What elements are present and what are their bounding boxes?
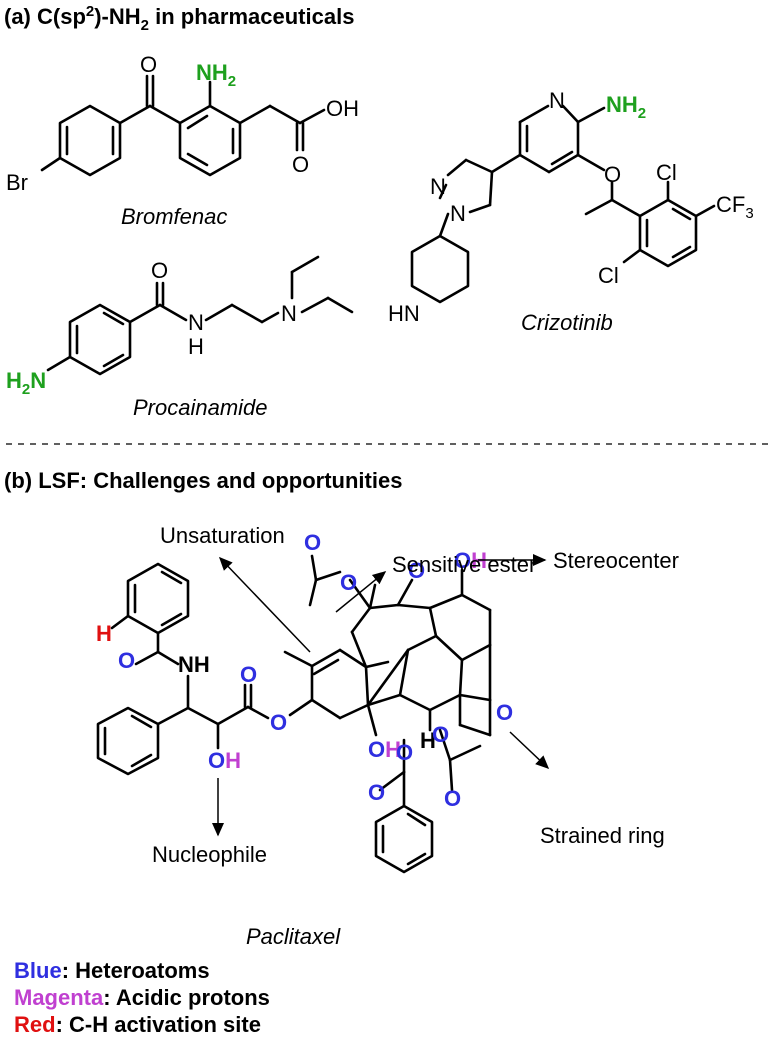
procainamide-h2n: H2N	[6, 368, 46, 398]
legend-blue: Blue: Heteroatoms	[14, 958, 210, 983]
annotation-stereocenter: Stereocenter	[553, 548, 679, 573]
paclitaxel-h-activation: H	[96, 621, 112, 646]
crizotinib-cl2: Cl	[598, 263, 619, 288]
paclitaxel-o-amide: O	[118, 648, 135, 673]
paclitaxel-o-side: O	[270, 710, 287, 735]
procainamide-n: N	[281, 301, 297, 326]
paclitaxel-o-ketone: O	[408, 558, 425, 583]
crizotinib-cl1: Cl	[656, 160, 677, 185]
color-legend: Blue: Heteroatoms Magenta: Acidic proton…	[14, 958, 270, 1037]
annotation-unsaturation: Unsaturation	[160, 523, 285, 548]
annotation-nucleophile: Nucleophile	[152, 842, 267, 867]
unsaturation-arrow	[218, 556, 311, 653]
paclitaxel-o-acetyl: O	[304, 530, 321, 555]
paclitaxel-o-ac3: O	[444, 786, 461, 811]
crizotinib-hn: HN	[388, 301, 420, 326]
paclitaxel-o-ester2: O	[240, 662, 257, 687]
legend-magenta: Magenta: Acidic protons	[14, 985, 270, 1010]
crizotinib-o: O	[604, 162, 621, 187]
section-b-heading: (b) LSF: Challenges and opportunities	[4, 468, 402, 493]
bromfenac-o: O	[140, 52, 157, 77]
annotation-strained-ring: Strained ring	[540, 823, 665, 848]
bromfenac-nh2: NH2	[196, 60, 236, 90]
paclitaxel-name: Paclitaxel	[246, 924, 341, 949]
procainamide-nh-h: H	[188, 334, 204, 359]
crizotinib-cf3: CF3	[716, 192, 754, 222]
paclitaxel-structure	[96, 554, 492, 874]
paclitaxel-o-ac2: O	[432, 722, 449, 747]
crizotinib-name: Crizotinib	[521, 310, 613, 335]
procainamide-nh-n: N	[188, 310, 204, 335]
paclitaxel-oh-side: OH	[208, 748, 241, 773]
paclitaxel-nh: NH	[178, 652, 210, 677]
paclitaxel-oh-bottom: OH	[368, 737, 401, 762]
sensitive-ester-arrow	[335, 571, 387, 613]
section-a-heading: (a) C(sp2)-NH2 in pharmaceuticals	[4, 3, 354, 34]
crizotinib-n-pyridine: N	[549, 88, 565, 113]
bromfenac-o2: O	[292, 152, 309, 177]
bromfenac-name: Bromfenac	[121, 204, 227, 229]
paclitaxel-o-bz: O	[396, 740, 413, 765]
procainamide-structure	[46, 255, 354, 376]
bromfenac-br: Br	[6, 170, 28, 195]
bromfenac-structure	[40, 74, 326, 177]
procainamide-o: O	[151, 258, 168, 283]
crizotinib-structure	[410, 104, 716, 304]
legend-red: Red: C-H activation site	[14, 1012, 261, 1037]
paclitaxel-h-black: H	[420, 728, 436, 753]
paclitaxel-o-bz2: O	[368, 780, 385, 805]
crizotinib-n-pz2: N	[450, 201, 466, 226]
paclitaxel-o-ester: O	[340, 570, 357, 595]
crizotinib-n-pz1: N	[430, 174, 446, 199]
bromfenac-oh: OH	[326, 96, 359, 121]
crizotinib-nh2: NH2	[606, 92, 646, 122]
strained-ring-arrow	[509, 731, 550, 770]
paclitaxel-o-oxetane: O	[496, 700, 513, 725]
annotation-sensitive-ester: Sensitive ester	[392, 552, 536, 577]
procainamide-name: Procainamide	[133, 395, 268, 420]
